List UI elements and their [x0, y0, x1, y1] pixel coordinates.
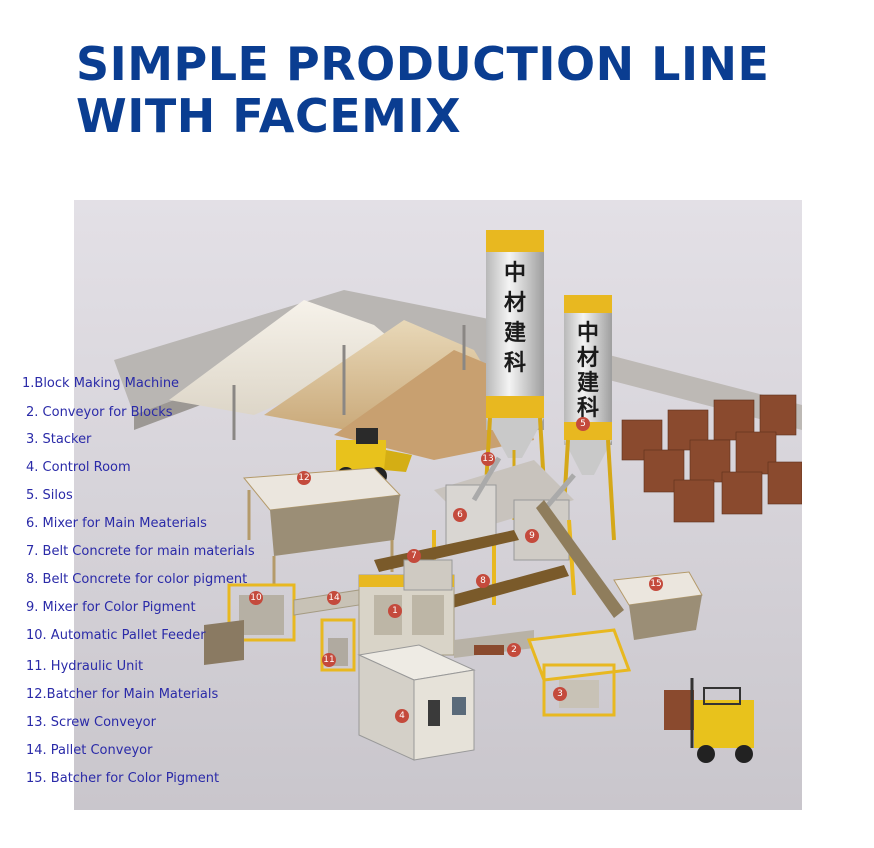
- inclined-conveyor: [536, 500, 624, 618]
- marker-1: 1: [388, 604, 402, 618]
- svg-text:4: 4: [399, 711, 405, 721]
- production-line-illustration: 中 材 建 科 中 材 建 科: [74, 200, 802, 810]
- title-line-2: WITH FACEMIX: [76, 89, 462, 143]
- brick-stacks: [621, 394, 802, 523]
- svg-text:6: 6: [457, 510, 463, 520]
- page-title: SIMPLE PRODUCTION LINE WITH FACEMIX: [76, 38, 769, 142]
- stacker: [526, 628, 632, 717]
- marker-5: 5: [576, 417, 590, 431]
- marker-7: 7: [407, 549, 421, 563]
- marker-12: 12: [297, 471, 311, 485]
- silo-large: 中 材 建 科: [482, 230, 548, 521]
- svg-text:5: 5: [580, 419, 586, 429]
- svg-text:9: 9: [529, 531, 535, 541]
- svg-text:3: 3: [557, 689, 563, 699]
- title-line-1: SIMPLE PRODUCTION LINE: [76, 37, 770, 91]
- control-room: [357, 644, 476, 761]
- svg-text:11: 11: [323, 655, 334, 665]
- marker-13: 13: [481, 452, 495, 466]
- svg-text:12: 12: [298, 473, 309, 483]
- silo-char-1: 中: [504, 261, 526, 286]
- silo-small: 中 材 建 科: [560, 295, 616, 541]
- svg-text:13: 13: [482, 454, 493, 464]
- batcher-main: [243, 467, 402, 585]
- svg-text:8: 8: [480, 576, 486, 586]
- silo2-char-1: 中: [577, 321, 599, 346]
- silo-char-2: 材: [504, 291, 526, 316]
- marker-8: 8: [476, 574, 490, 588]
- legend-item-5: 5. Silos: [26, 488, 73, 503]
- silo-char-4: 科: [504, 351, 526, 376]
- silo2-char-2: 材: [577, 346, 599, 371]
- forklift: [664, 678, 754, 763]
- marker-6: 6: [453, 508, 467, 522]
- belt-conveyor-color: [434, 565, 569, 612]
- svg-text:14: 14: [328, 593, 340, 603]
- marker-2: 2: [507, 643, 521, 657]
- svg-text:15: 15: [650, 579, 661, 589]
- marker-15: 15: [649, 577, 663, 591]
- svg-text:2: 2: [511, 645, 517, 655]
- svg-text:7: 7: [411, 551, 417, 561]
- marker-4: 4: [395, 709, 409, 723]
- marker-3: 3: [553, 687, 567, 701]
- gravel-pile: [334, 350, 534, 460]
- white-sand-pile: [169, 300, 404, 415]
- marker-11: 11: [322, 653, 336, 667]
- marker-14: 14: [327, 591, 341, 605]
- svg-text:1: 1: [392, 606, 398, 616]
- silo-char-3: 建: [504, 321, 526, 346]
- silo2-char-4: 科: [577, 396, 599, 421]
- svg-text:10: 10: [250, 593, 262, 603]
- marker-10: 10: [249, 591, 263, 605]
- silo2-char-3: 建: [577, 371, 599, 396]
- marker-9: 9: [525, 529, 539, 543]
- color-mixer: [403, 559, 453, 591]
